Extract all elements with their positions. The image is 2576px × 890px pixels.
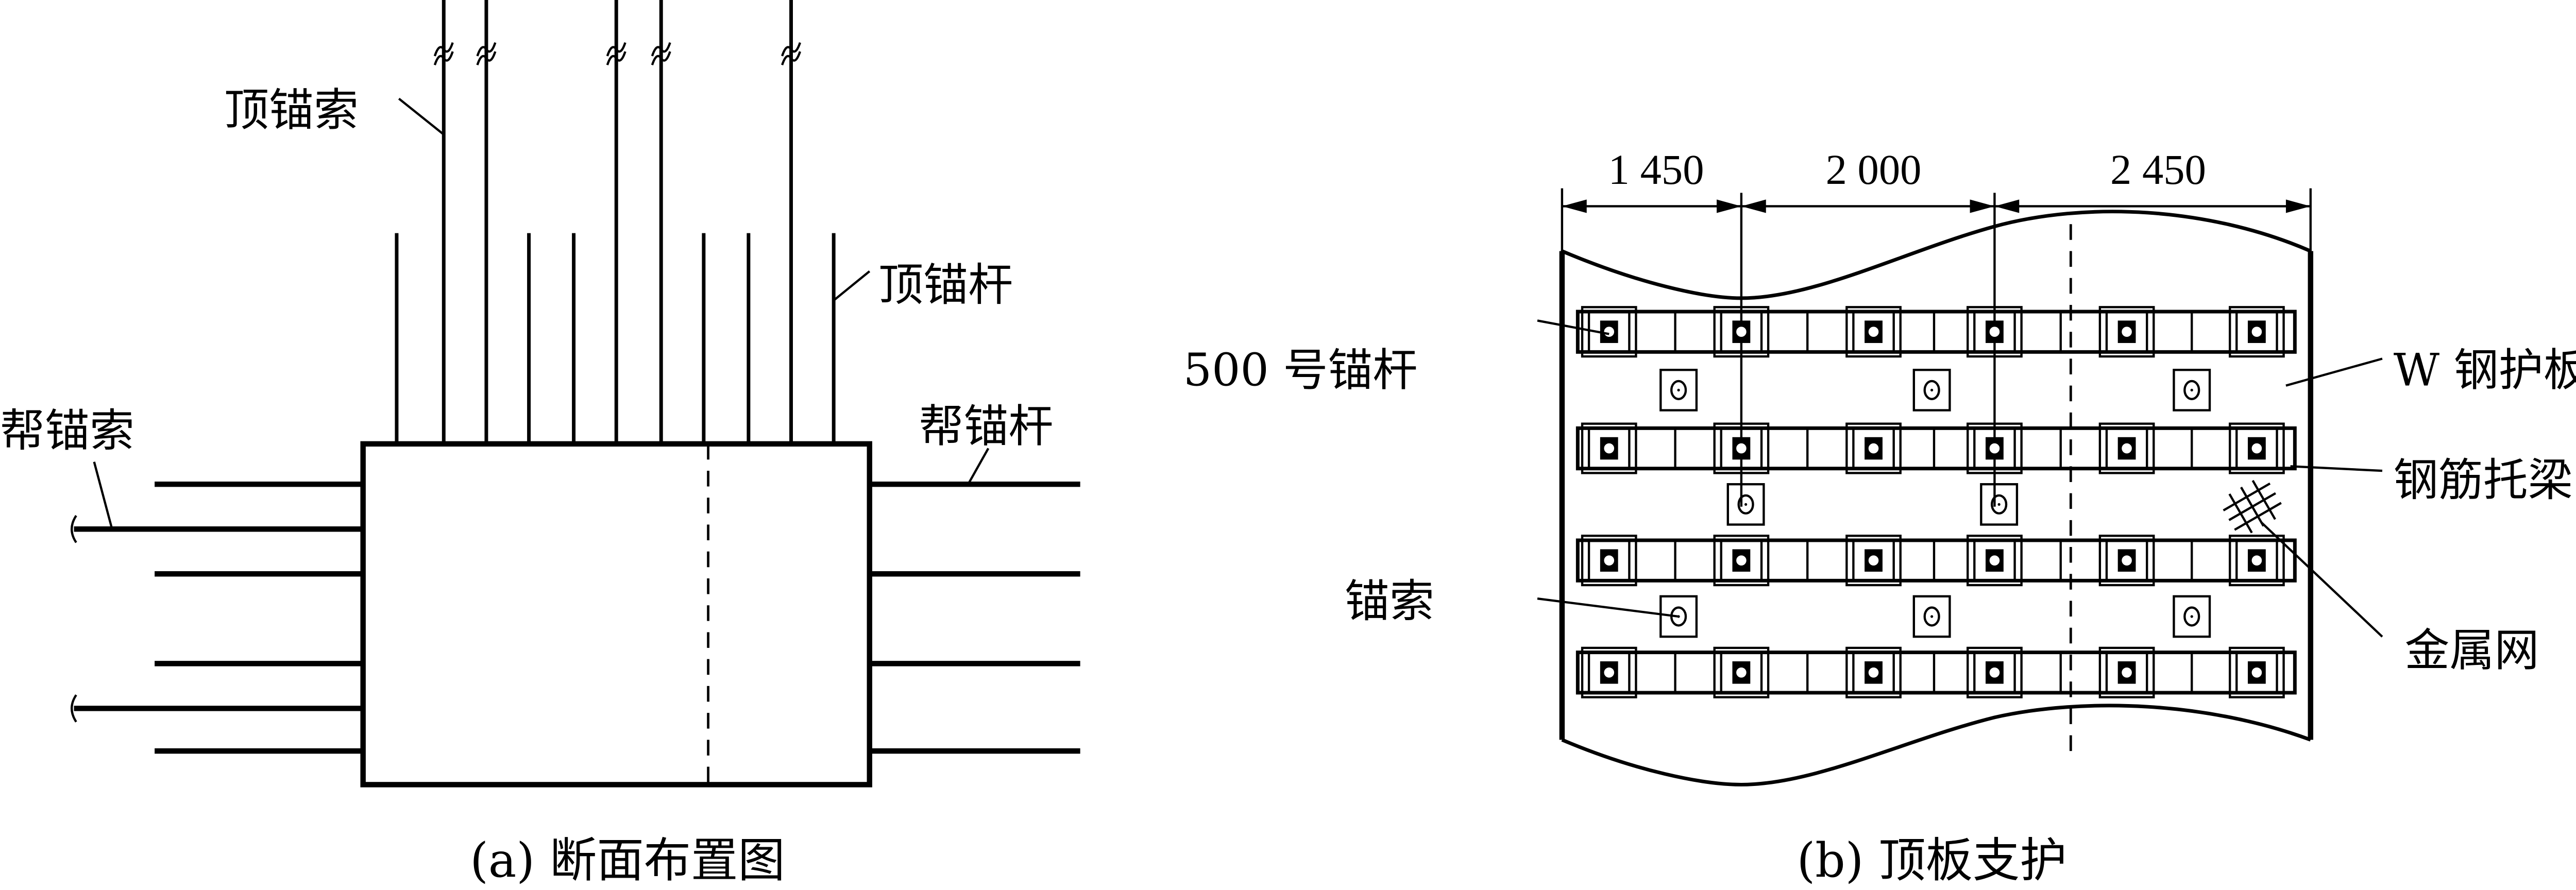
dimension-2000: 2 000 (1826, 146, 1922, 193)
leader-500-bolt (1537, 319, 1609, 335)
break-mark-icon (433, 42, 454, 57)
break-mark-icon (651, 42, 671, 57)
w-steel-plate-icon (2098, 422, 2155, 474)
label-roof-cable: 顶锚索 (224, 84, 359, 136)
w-steel-plate-icon (1581, 646, 1637, 698)
leader-roof-bolt (833, 270, 871, 301)
anchor-cable-icon (1659, 369, 1698, 412)
left-rib-supports-group (71, 481, 363, 754)
beam-outline (1575, 310, 2297, 354)
caption-panel-b: (b) 顶板支护 (1797, 833, 2067, 888)
w-steel-plate-icon (2098, 646, 2155, 698)
w-steel-plate-icon (1967, 422, 2023, 474)
roof-boundary-top-wave (1561, 210, 2312, 300)
leader-rebar-beam (2290, 465, 2383, 472)
roof-boundary-bottom-wave (1561, 704, 2311, 786)
w-steel-plate-icon (1713, 646, 1770, 698)
anchor-cable-icon (1726, 483, 1765, 526)
break-mark-icon (476, 51, 497, 65)
anchor-cable-icon (1912, 369, 1951, 412)
w-steel-plate-icon (2229, 535, 2285, 587)
leader-cable (1537, 597, 1679, 618)
anchor-cable-icon (2173, 595, 2211, 638)
anchor-cable-icon (1980, 483, 2019, 526)
w-steel-plate-icon (1967, 646, 2023, 698)
rebar-beams-group (1575, 306, 2297, 698)
w-steel-plate-icon (1713, 306, 1770, 358)
w-steel-plate-icon (1581, 535, 1637, 587)
w-steel-plate-icon (1845, 646, 1902, 698)
w-steel-plate-icon (2098, 306, 2155, 358)
caption-panel-a: (a) 断面布置图 (470, 833, 785, 888)
w-steel-plate-icon (1967, 306, 2023, 358)
metal-mesh-icon (2223, 480, 2282, 534)
rebar-beam (1575, 422, 2297, 474)
leader-rib-cable (93, 461, 113, 529)
break-mark-icon (476, 42, 497, 57)
leader-w-plate (2285, 357, 2383, 387)
w-steel-plate-icon (1845, 306, 1902, 358)
w-steel-plate-icon (1581, 422, 1637, 474)
break-mark-icon (606, 51, 626, 65)
anchor-cable-icon (2173, 369, 2211, 412)
break-mark-icon (781, 51, 801, 65)
anchor-cable-icon (1912, 595, 1951, 638)
roof-bolts-group (395, 233, 836, 444)
w-steel-plate-icon (1967, 535, 2023, 587)
label-cable: 锚索 (1345, 575, 1434, 627)
w-steel-plate-icon (1713, 535, 1770, 587)
label-rebar-beam: 钢筋托梁 (2394, 454, 2573, 506)
label-rib-cable: 帮锚索 (0, 404, 134, 457)
leader-mesh (2260, 521, 2383, 638)
w-steel-plate-icon (2229, 422, 2285, 474)
right-rib-bolts-group (869, 481, 1080, 754)
label-w-plate: W 钢护板 (2394, 344, 2576, 397)
w-steel-plate-icon (1581, 306, 1637, 358)
label-mesh: 金属网 (2404, 624, 2539, 677)
label-500-bolt: 500 号锚杆 (1183, 344, 1418, 397)
break-mark-icon (433, 51, 454, 65)
leader-roof-cable (398, 97, 445, 135)
break-mark-icon (781, 42, 801, 57)
label-roof-bolt: 顶锚杆 (878, 259, 1013, 311)
dimension-2450: 2 450 (2110, 146, 2206, 193)
roof-cables-group (1659, 369, 2211, 638)
beam-outline (1575, 651, 2297, 695)
w-steel-plate-icon (1845, 422, 1902, 474)
dimension-line-top (1561, 188, 2312, 251)
w-steel-plate-icon (1713, 422, 1770, 474)
break-mark-icon (651, 51, 671, 65)
roof-cables-group (433, 0, 801, 444)
rebar-beam (1575, 306, 2297, 358)
leader-rib-bolt (967, 448, 990, 485)
dimension-1450: 1 450 (1608, 146, 1704, 193)
panel-b-roof-support: 1 450 2 000 2 450 500 号锚杆 W 钢护板 钢筋托梁 锚索 … (1183, 146, 2576, 888)
rebar-beam (1575, 535, 2297, 587)
panel-a-cross-section: 顶锚索 顶锚杆 帮锚索 帮锚杆 (a) 断面布置图 (0, 0, 1080, 888)
beam-outline (1575, 426, 2297, 471)
roadway-section-rectangle (360, 441, 872, 788)
break-mark-icon (606, 42, 626, 57)
w-steel-plate-icon (2229, 646, 2285, 698)
rebar-beam (1575, 646, 2297, 698)
beam-outline (1575, 538, 2297, 583)
w-steel-plate-icon (1845, 535, 1902, 587)
break-mark-icon (71, 515, 77, 543)
break-mark-icon (71, 694, 77, 723)
w-steel-plate-icon (2098, 535, 2155, 587)
label-rib-bolt: 帮锚杆 (919, 400, 1053, 452)
w-steel-plate-icon (2229, 306, 2285, 358)
